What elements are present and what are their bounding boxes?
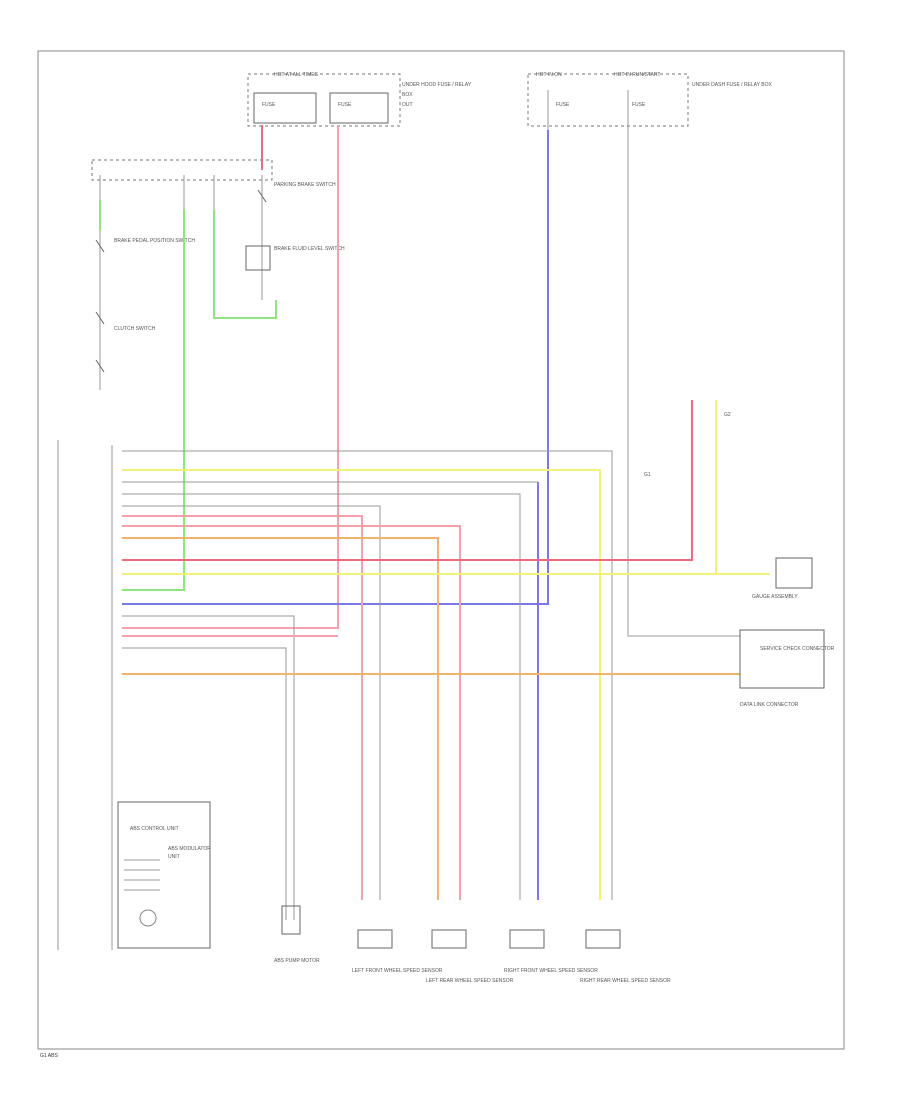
wire-orange-1 <box>122 537 439 900</box>
rf-sensor-label: RIGHT FRONT WHEEL SPEED SENSOR <box>504 968 598 974</box>
fuse-label-1: FUSE <box>262 102 276 108</box>
fuse-block-out: OUT <box>402 102 413 108</box>
diagram-footer-id: G1 ABS <box>40 1053 58 1059</box>
diagram-frame <box>37 50 845 1050</box>
fuse-block-subtitle: UNDER HOOD FUSE / RELAY <box>402 82 472 88</box>
wire-black-2 <box>122 647 287 920</box>
parking-brake-switch-label: PARKING BRAKE SWITCH <box>274 182 336 188</box>
wire-blue-a <box>122 130 549 605</box>
wire-yellow-1 <box>122 469 601 900</box>
g1-label: G1 <box>644 472 651 478</box>
top-right-fuse-block: HOT IN ON HOT IN RUN/START FUSE FUSE UND… <box>527 72 772 130</box>
module-subtitle: ABS MODULATOR <box>168 846 211 852</box>
hot-in-on-label: HOT IN ON <box>536 72 562 78</box>
clutch-switch-label: CLUTCH SWITCH <box>114 326 156 332</box>
module-unit: UNIT <box>168 854 180 860</box>
hot-in-run-label: HOT IN RUN/START <box>614 72 660 78</box>
top-left-fuse-block: HOT AT ALL TIMES UNDER HOOD FUSE / RELAY… <box>247 72 472 127</box>
wire-h-4 <box>122 493 521 900</box>
brake-fluid-switch-label: BRAKE FLUID LEVEL SWITCH <box>274 246 345 252</box>
wire-black-1 <box>122 615 295 920</box>
right-components: GAUGE ASSEMBLY SERVICE CHECK CONNECTOR D… <box>644 412 835 708</box>
fuse-b-label: FUSE <box>632 102 646 108</box>
wire-gray-right <box>627 130 740 637</box>
brake-pedal-switch-label: BRAKE PEDAL POSITION SWITCH <box>114 238 195 244</box>
fuse-label-2: FUSE <box>338 102 352 108</box>
wire-pink-3 <box>122 525 461 900</box>
gauge-assembly-label: GAUGE ASSEMBLY <box>752 594 798 600</box>
lf-sensor-label: LEFT FRONT WHEEL SPEED SENSOR <box>352 968 443 974</box>
wire-h-1 <box>122 450 613 900</box>
data-link-label: DATA LINK CONNECTOR <box>740 702 799 708</box>
wire-green-b <box>122 210 185 591</box>
lr-sensor-label: LEFT REAR WHEEL SPEED SENSOR <box>426 978 514 984</box>
wire-h-5 <box>122 505 381 900</box>
abs-module: ABS CONTROL UNIT ABS MODULATOR UNIT <box>117 801 211 949</box>
bottom-sensors: ABS PUMP MOTOR LEFT FRONT WHEEL SPEED SE… <box>274 905 671 984</box>
g2-label: G2 <box>724 412 731 418</box>
pump-motor-label: ABS PUMP MOTOR <box>274 958 320 964</box>
wire-green-c <box>213 210 277 319</box>
service-check-label: SERVICE CHECK CONNECTOR <box>760 646 835 652</box>
under-dash-label: UNDER DASH FUSE / RELAY BOX <box>692 82 772 88</box>
control-unit-connector <box>57 440 113 950</box>
fuse-block-box: BOX <box>402 92 413 98</box>
fuse-a-label: FUSE <box>556 102 570 108</box>
fuse-block-title: HOT AT ALL TIMES <box>274 72 319 78</box>
wire-pink-a <box>122 125 339 629</box>
left-switch-group: BRAKE PEDAL POSITION SWITCH CLUTCH SWITC… <box>91 159 345 390</box>
module-title: ABS CONTROL UNIT <box>130 826 179 832</box>
rr-sensor-label: RIGHT REAR WHEEL SPEED SENSOR <box>580 978 671 984</box>
wire-pink-2 <box>122 515 363 900</box>
wire-red-long <box>122 400 693 561</box>
